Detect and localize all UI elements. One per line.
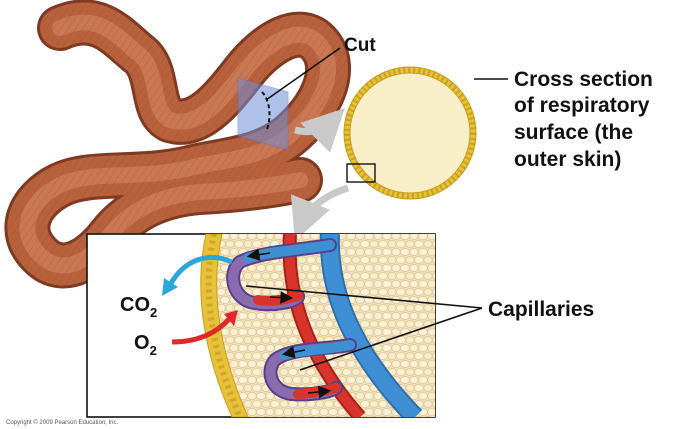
capillaries-leader-line-2 xyxy=(299,307,483,371)
o2-arrowhead xyxy=(224,310,238,326)
o2-label: O2 xyxy=(134,332,157,358)
cross-section-label-line-3: surface (the xyxy=(514,121,633,144)
cross-section-label-group: Cross section of respiratory surface (th… xyxy=(474,68,653,171)
cut-label: Cut xyxy=(344,35,376,56)
co2-arrowhead xyxy=(162,278,178,296)
o2-arrow xyxy=(171,316,232,345)
cross-section-label-line-2: of respiratory xyxy=(514,94,650,117)
cut-leader-line xyxy=(265,47,341,101)
cross-section-label-line-4: outer skin) xyxy=(514,148,621,171)
section-to-inset-arrow xyxy=(290,184,350,241)
cross-section-label-line-1: Cross section xyxy=(514,68,653,91)
capillaries-label-group: Capillaries xyxy=(245,285,594,371)
cut-to-section-arrow xyxy=(294,108,345,153)
zoom-box xyxy=(346,163,376,183)
capillaries-label: Capillaries xyxy=(488,298,594,321)
gas-exchange: CO2 O2 xyxy=(120,255,238,358)
capillaries-leader-line-1 xyxy=(245,285,483,309)
inset-panel xyxy=(86,233,436,418)
cut-label-group: Cut xyxy=(265,35,376,101)
cross-section xyxy=(343,66,477,200)
co2-arrow xyxy=(167,255,234,287)
earthworm xyxy=(4,0,351,289)
copyright-notice: Copyright © 2009 Pearson Education, Inc. xyxy=(6,419,118,426)
cut-plane xyxy=(237,77,289,151)
co2-label: CO2 xyxy=(120,294,157,320)
